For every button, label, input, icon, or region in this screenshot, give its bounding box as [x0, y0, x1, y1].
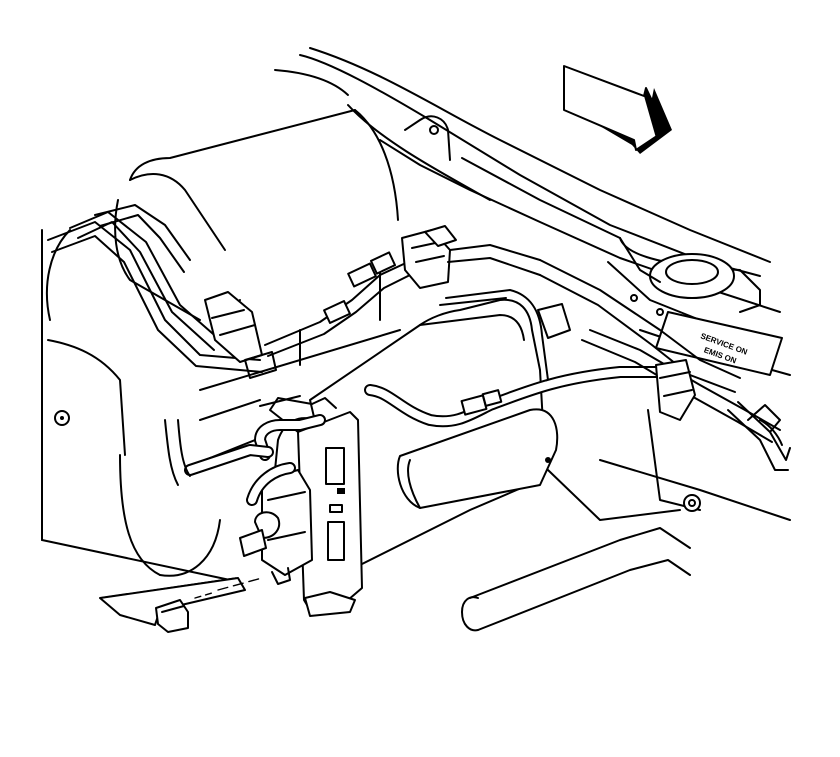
canister-vent-hose	[364, 366, 666, 428]
fuel-line-bundle	[47, 204, 263, 373]
front-direction-arrow-icon	[563, 65, 672, 154]
mounting-bolt	[99, 577, 263, 633]
label-plate: SERVICE ON EMIS ON	[655, 311, 783, 376]
canister-bracket	[259, 395, 363, 617]
evap-canister	[309, 289, 559, 571]
canister-purge-hose	[164, 414, 326, 506]
frame-rail	[274, 47, 791, 376]
right-side-lines	[537, 259, 791, 521]
line-clip-left	[204, 291, 277, 379]
quick-connect-upper	[264, 225, 541, 357]
vent-valve	[239, 417, 316, 585]
lower-crossmember	[461, 469, 701, 632]
